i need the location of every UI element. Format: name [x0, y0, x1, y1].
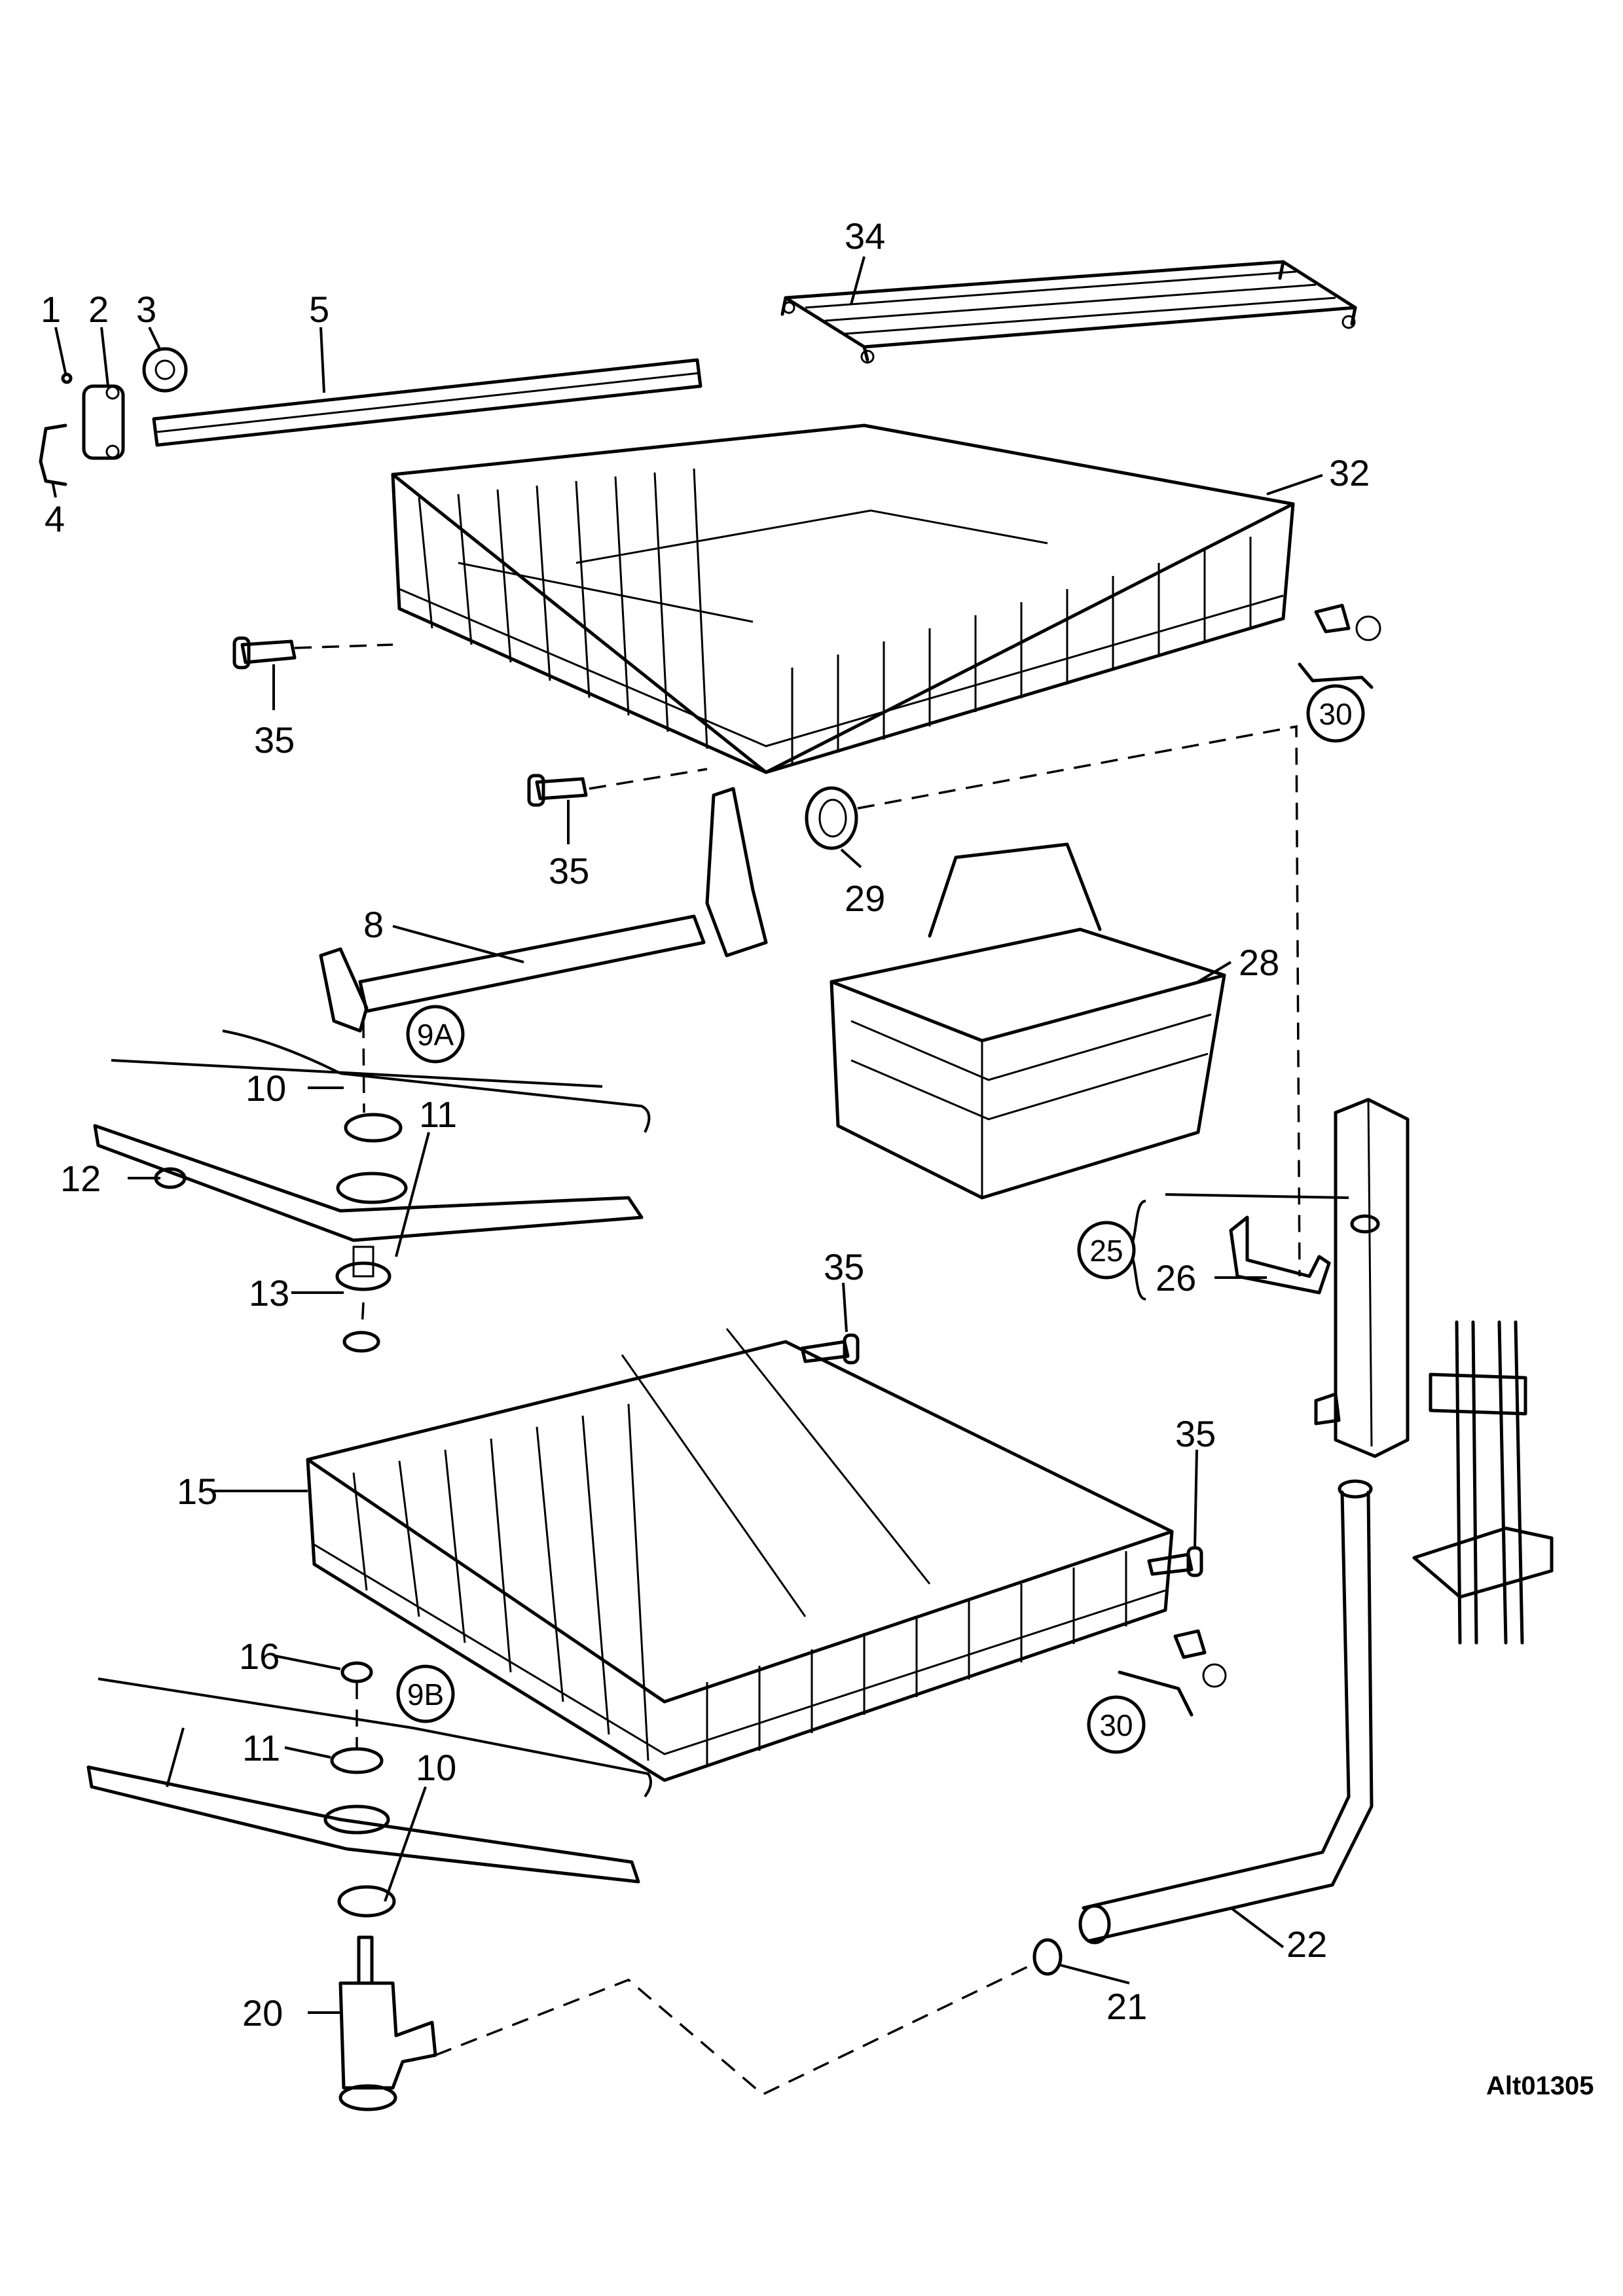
- routing-line-manifold: [435, 1962, 1035, 2096]
- callout-11-upper: 11: [419, 1094, 457, 1135]
- pin-part-35-c: [800, 1333, 860, 1365]
- svg-text:9B: 9B: [407, 1677, 444, 1712]
- wheel-part-3: [142, 347, 188, 393]
- pin-part-35-b: [527, 774, 588, 807]
- spray-arm-mount-detail: [1412, 1320, 1554, 1645]
- oring-part-21: [1032, 1938, 1063, 1976]
- routing-line-feed-upper: [362, 1020, 365, 1113]
- leader-lines: [51, 256, 1349, 2014]
- spray-arm-part-9b: [86, 1765, 640, 1884]
- bearing-part-11-upper: [335, 1246, 392, 1291]
- callout-8: 8: [363, 904, 384, 945]
- circled-callout-25: 25: [1077, 1221, 1136, 1280]
- bearing-part-11-lower: [330, 1747, 384, 1774]
- rail-part-5: [152, 358, 702, 447]
- manifold-part-20: [338, 1935, 437, 2111]
- callout-13: 13: [249, 1272, 289, 1314]
- document-id: Alt01305: [1486, 2072, 1594, 2100]
- routing-line-spray-upper: [361, 1302, 365, 1329]
- clip-part-26: [1229, 1215, 1331, 1295]
- callout-34: 34: [845, 215, 885, 257]
- routing-line-pin-upper: [294, 643, 393, 649]
- pin-part-35-a: [232, 636, 297, 670]
- callout-22: 22: [1286, 1924, 1327, 1965]
- callout-35-c: 35: [824, 1246, 864, 1287]
- lower-basket-part-15: [306, 1328, 1174, 1782]
- callout-labels: 1 2 3 4 5 34 32 35 35 29 8 28 10 11 12 1…: [41, 215, 1370, 2034]
- callout-32: 32: [1329, 452, 1370, 493]
- clip-part-4: [39, 423, 67, 486]
- circled-callout-9b: 9B: [396, 1664, 455, 1723]
- callout-1: 1: [41, 289, 61, 330]
- pin-part-35-d: [1147, 1546, 1203, 1577]
- callout-12: 12: [60, 1158, 101, 1199]
- top-shelf-part-34: [780, 260, 1357, 364]
- circled-callout-9a: 9A: [406, 1005, 465, 1064]
- end-cap-part-2: [82, 384, 125, 460]
- feed-assembly-part-25: [1314, 1098, 1410, 1458]
- seal-part-29: [805, 786, 858, 850]
- callout-21: 21: [1106, 1986, 1147, 2027]
- bracket-part-30-lower: [1118, 1629, 1227, 1717]
- cutlery-basket-part-28: [830, 842, 1226, 1200]
- callout-29: 29: [845, 878, 885, 919]
- callout-35-b: 35: [549, 850, 589, 891]
- bracket-part-30-upper: [1298, 603, 1381, 689]
- routing-line-seal: [857, 725, 1301, 1277]
- callout-28: 28: [1239, 942, 1279, 983]
- callout-2: 2: [88, 289, 109, 330]
- callout-16: 16: [239, 1636, 280, 1677]
- callout-5: 5: [309, 289, 329, 330]
- callout-11-lower: 11: [242, 1727, 280, 1768]
- washer-part-10-upper: [344, 1113, 403, 1143]
- callout-20: 20: [242, 1992, 283, 2034]
- callout-35-a: 35: [254, 719, 295, 761]
- spray-arm-part-9a: [93, 1124, 644, 1242]
- callout-10-upper: 10: [246, 1067, 286, 1109]
- screw-part-1: [61, 372, 73, 384]
- callout-4: 4: [45, 498, 65, 539]
- upper-basket-part-32: [391, 423, 1295, 774]
- svg-text:25: 25: [1089, 1234, 1123, 1268]
- callout-35-d: 35: [1175, 1413, 1216, 1454]
- callout-10-lower: 10: [416, 1747, 456, 1788]
- feed-tube-part-8: [319, 787, 768, 1033]
- svg-text:30: 30: [1099, 1708, 1133, 1742]
- circled-callout-30-upper: 30: [1306, 684, 1365, 743]
- callout-3: 3: [136, 289, 156, 330]
- washer-part-10-lower: [337, 1885, 396, 1918]
- svg-text:9A: 9A: [417, 1018, 454, 1052]
- routing-line-pin-mid: [589, 768, 708, 790]
- cap-part-16: [340, 1661, 373, 1683]
- washer-part-13: [342, 1331, 380, 1353]
- callout-26: 26: [1156, 1257, 1196, 1299]
- tube-part-22: [1078, 1479, 1374, 1945]
- circled-callout-30-lower: 30: [1087, 1695, 1146, 1754]
- svg-text:30: 30: [1319, 697, 1352, 731]
- callout-15: 15: [177, 1471, 217, 1512]
